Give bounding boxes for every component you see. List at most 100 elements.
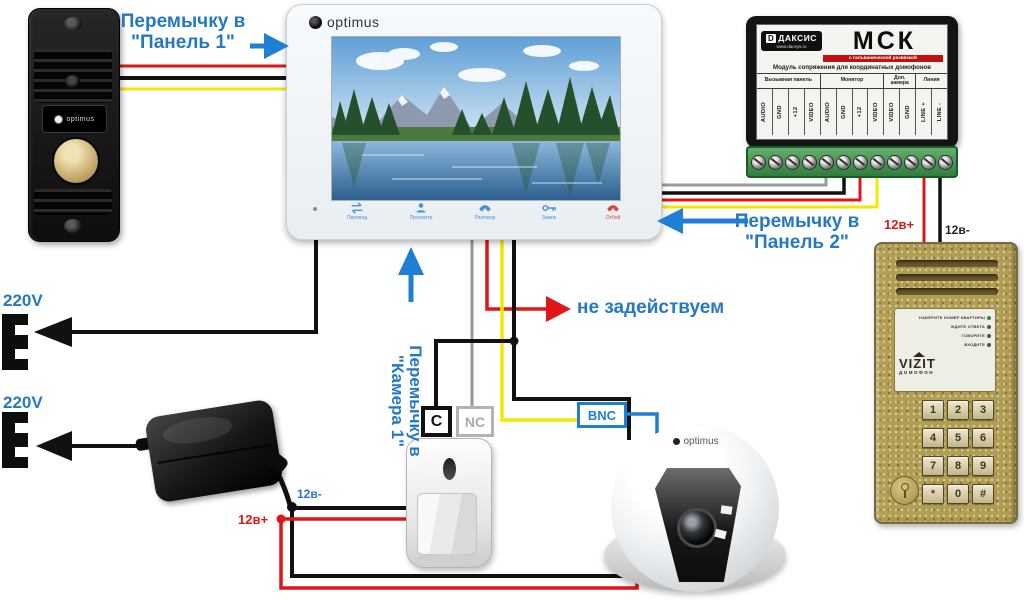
arrow-panel2-head [657,208,683,234]
terminal-label: GND [837,89,853,135]
vizit-info-display: НАБЕРИТЕ НОМЕР КВАРТИРЫ ЖДИТЕ ОТВЕТА ГОВ… [894,308,996,392]
msk-subtitle: Модуль сопряжения для координатных домоф… [773,64,931,71]
wire-black-monitor-to-camera [512,236,631,440]
microphone-hole [313,207,317,211]
screw-icon [64,17,82,31]
arrow-not-used-head [546,296,571,322]
junction-dot-black-psu [287,502,297,512]
monitor-screen [331,36,621,201]
label-jumper-camera1: Перемычку в "Камера 1" [384,284,425,518]
terminal-label: GND [900,89,917,135]
monitor-button-talk: Разговор [457,202,513,234]
sensor-base [417,554,479,562]
msk-brand: ДАКСИС [778,33,817,43]
msk-model: МСК [852,26,917,55]
screw-icon [64,219,82,233]
door-panel: optimus [28,8,120,242]
nc-contact-box: NC [456,406,494,437]
msk-group: Доп. камера [884,74,917,88]
screen-landscape-image [332,37,620,200]
keypad-key-9: 9 [972,456,994,476]
label-line: Перемычку в [406,345,425,457]
label-12v-plus-psu: 12в+ [238,512,269,527]
terminal-label: VIDEO [805,89,821,135]
hangup-phone-icon [607,205,619,212]
label-line: "Панель 1" [131,31,235,53]
wire-black-branch-to-c [434,339,514,410]
keypad-key-7: 7 [922,456,944,476]
label-not-used: не задействуем [577,297,725,318]
door-panel-call-button [52,137,100,185]
speaker-slot [896,288,998,295]
junction-dot-black-c [509,336,519,346]
speaker-slot [896,274,998,281]
brand-dot-icon [309,15,322,29]
display-line: ВХОДИТЕ [964,342,985,347]
door-panel-brand-plate: optimus [42,105,107,133]
keypad-key-0: 0 [947,484,969,504]
keypad-key-3: 3 [972,400,994,420]
terminal-screw-icon [938,154,953,170]
monitor-button-label: Разговор [474,215,496,221]
terminal-screw-icon [853,154,868,170]
monitor-button-label: Перевод [346,215,368,221]
junction-dot-red-psu [276,514,286,524]
camera-dome: optimus [611,424,779,592]
wire-blue-bnc-to-camera [625,412,659,436]
display-line: ГОВОРИТЕ [961,333,985,338]
monitor-button-view: Просмотр [393,202,449,234]
vizit-intercom-panel: НАБЕРИТЕ НОМЕР КВАРТИРЫ ЖДИТЕ ОТВЕТА ГОВ… [874,242,1018,524]
label-12v-plus-line: 12в+ [884,217,915,232]
monitor-button-label: Просмотр [409,215,433,221]
terminal-label: +12 [789,89,805,135]
green-terminal-block [746,146,958,178]
daksis-d-icon: D [766,33,777,43]
door-panel-camera-hole [65,75,80,88]
terminal-screw-icon [768,154,783,170]
terminal-label: VIDEO [884,89,901,135]
door-panel-ribs-bottom [34,189,112,215]
terminal-screw-icon [785,154,800,170]
camera-brand-block: optimus [661,436,731,447]
label-line: "Камера 1" [387,354,407,448]
led-icon [987,324,991,329]
indoor-monitor: optimus [286,4,662,240]
label-line: Перемычку в [734,211,860,232]
key-icon [541,205,556,211]
transfer-arrows-icon [351,202,363,214]
phone-icon [479,205,491,212]
keypad-key-2: 2 [947,400,969,420]
label-220v-top: 220V [3,291,43,310]
monitor-button-hangup: Отбой [585,202,641,234]
camera-brand: optimus [683,436,719,447]
label-jumper-panel2: Перемычку в "Панель 2" [712,211,882,253]
keypad-key-hash: # [972,484,994,504]
c-contact-box: C [421,406,452,437]
terminal-screw-icon [836,154,851,170]
arrow-panel1-head [264,33,289,59]
vizit-keypad: 1 2 3 4 5 6 7 8 9 * 0 # [922,400,994,504]
keypad-key-4: 4 [922,428,944,448]
person-icon [416,203,426,213]
display-line: ЖДИТЕ ОТВЕТА [950,324,985,329]
display-line: НАБЕРИТЕ НОМЕР КВАРТИРЫ [918,315,985,320]
msk-site: www.dacsys.ru [776,44,807,49]
monitor-button-unlock: Замок [521,202,577,234]
terminal-screw-icon [921,154,936,170]
sensor-led-window [443,458,456,480]
terminal-label: AUDIO [757,89,773,135]
keypad-key-6: 6 [972,428,994,448]
monitor-buttons-row: Перевод Просмотр Разговор Замок Отбой [329,202,641,234]
arrow-plug-top-head [34,317,72,347]
wire-yellow-to-bnc [500,236,579,422]
terminal-screw-icon [751,154,766,170]
monitor-button-label: Отбой [605,215,621,221]
terminal-label: GND [773,89,789,135]
terminal-screw-icon [802,154,817,170]
vizit-logo-block: VIZIT ДОМОФОН [899,352,991,376]
monitor-brand: optimus [327,14,380,30]
bnc-connector-box: BNC [577,402,627,428]
